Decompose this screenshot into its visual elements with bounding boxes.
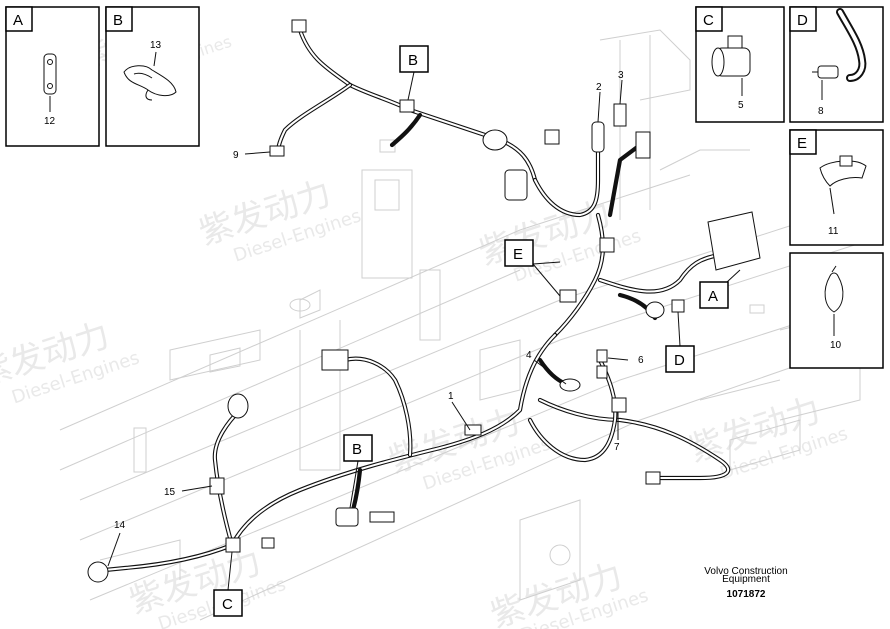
part-label-1: 1 xyxy=(448,391,454,402)
part-labels: 1 2 3 4 6 7 9 14 15 xyxy=(114,70,644,531)
clamp-strap-icon xyxy=(123,65,177,101)
part-label-4: 4 xyxy=(526,350,532,361)
detail-box-C-letter: C xyxy=(703,12,714,29)
part-label-14: 14 xyxy=(114,520,126,531)
part-label-6: 6 xyxy=(638,355,644,366)
connector-9 xyxy=(269,145,285,157)
callout-letter-D: D xyxy=(674,352,685,369)
clip-top xyxy=(544,129,560,145)
detail-box-B: B 13 xyxy=(105,6,200,147)
footer-company-line2: Equipment xyxy=(722,574,770,585)
clamp-1 xyxy=(464,424,482,436)
connector-right xyxy=(635,131,651,159)
grommet-D xyxy=(645,301,665,319)
callout-boxes: A B B C D E xyxy=(213,45,729,617)
callout-letter-E: E xyxy=(513,246,523,263)
footer-drawing-number: 1071872 xyxy=(727,589,766,600)
part-label-7: 7 xyxy=(614,442,620,453)
watermark-right: 紫发动力 Diesel-Engines xyxy=(684,390,851,484)
wire-harness xyxy=(102,27,743,573)
detail-box-B-part: 13 xyxy=(150,40,162,51)
connector-end-right xyxy=(645,471,661,485)
connector-6a xyxy=(596,349,608,363)
junction-block xyxy=(504,169,528,201)
hose-connector-icon xyxy=(812,8,867,100)
clamp-E xyxy=(559,289,577,303)
callout-letter-C: C xyxy=(222,596,233,613)
detail-box-E-letter: E xyxy=(797,135,807,152)
plug-B-lower xyxy=(369,511,395,523)
drawing-footer: Volvo Construction Equipment 1071872 xyxy=(704,566,787,600)
detail-box-E: E 11 xyxy=(789,129,884,246)
control-box-A xyxy=(707,211,761,271)
watermark-center: 紫发动力 Diesel-Engines xyxy=(474,193,643,286)
detail-box-A-part: 12 xyxy=(44,116,56,127)
connector-block-left xyxy=(321,349,349,371)
callout-box-E xyxy=(504,239,534,267)
clamp-B-top xyxy=(399,99,415,113)
callout-letter-A: A xyxy=(708,288,718,305)
detail-box-cable-tie-part: 10 xyxy=(830,340,842,351)
part-label-2: 2 xyxy=(596,82,602,93)
clamp-C xyxy=(225,537,241,553)
watermark-bottom: 紫发动力 Diesel-Engines xyxy=(124,542,288,629)
callout-letter-B-top: B xyxy=(408,52,418,69)
fuse-link-icon xyxy=(43,53,57,112)
callout-box-C xyxy=(213,589,243,617)
connector-4 xyxy=(559,378,581,392)
loop-15 xyxy=(227,393,249,419)
callout-box-B-top xyxy=(399,45,429,73)
harness-components xyxy=(87,19,761,583)
connector-2 xyxy=(591,121,605,153)
connector-B-lower xyxy=(335,507,359,527)
detail-box-A: A 12 xyxy=(5,6,100,147)
grommet-14 xyxy=(87,561,109,583)
part-label-15: 15 xyxy=(164,487,176,498)
watermark-left: 紫发动力 Diesel-Engines xyxy=(0,315,142,408)
detail-box-D-part: 8 xyxy=(818,106,824,117)
connector-D xyxy=(671,299,685,313)
detail-box-cable-tie: 10 xyxy=(789,252,884,369)
callout-box-B-lower xyxy=(343,434,373,462)
clip-C-right xyxy=(261,537,275,549)
detail-box-D: D 8 xyxy=(789,6,884,123)
watermark-mid-left: 紫发动力 Diesel-Engines xyxy=(194,173,363,266)
part-label-3: 3 xyxy=(618,70,624,81)
top-connector xyxy=(291,19,307,33)
clip-15 xyxy=(209,477,225,495)
detail-box-E-part: 11 xyxy=(828,226,839,237)
detail-box-C-part: 5 xyxy=(738,100,744,111)
cable-clip-icon xyxy=(819,155,867,215)
part-label-9: 9 xyxy=(233,150,239,161)
connector-6b xyxy=(596,365,608,379)
detail-box-A-letter: A xyxy=(13,12,23,29)
footer-company-line1: Volvo Construction xyxy=(704,566,787,577)
relay-3 xyxy=(613,103,627,127)
callout-letter-B-lower: B xyxy=(352,441,362,458)
clamp-7 xyxy=(611,397,627,413)
detail-box-C: C 5 xyxy=(695,6,785,123)
clamp-mid xyxy=(599,237,615,253)
watermark-bottom-right: 紫发动力 Diesel-Engines xyxy=(486,556,651,629)
grommet xyxy=(482,129,508,151)
callout-box-A xyxy=(699,281,729,309)
detail-box-B-letter: B xyxy=(113,12,123,29)
cable-tie-icon xyxy=(824,265,844,336)
leader-lines xyxy=(107,71,741,591)
detail-box-D-letter: D xyxy=(797,12,808,29)
callout-box-D xyxy=(665,345,695,373)
connector-housing-icon xyxy=(711,35,751,96)
